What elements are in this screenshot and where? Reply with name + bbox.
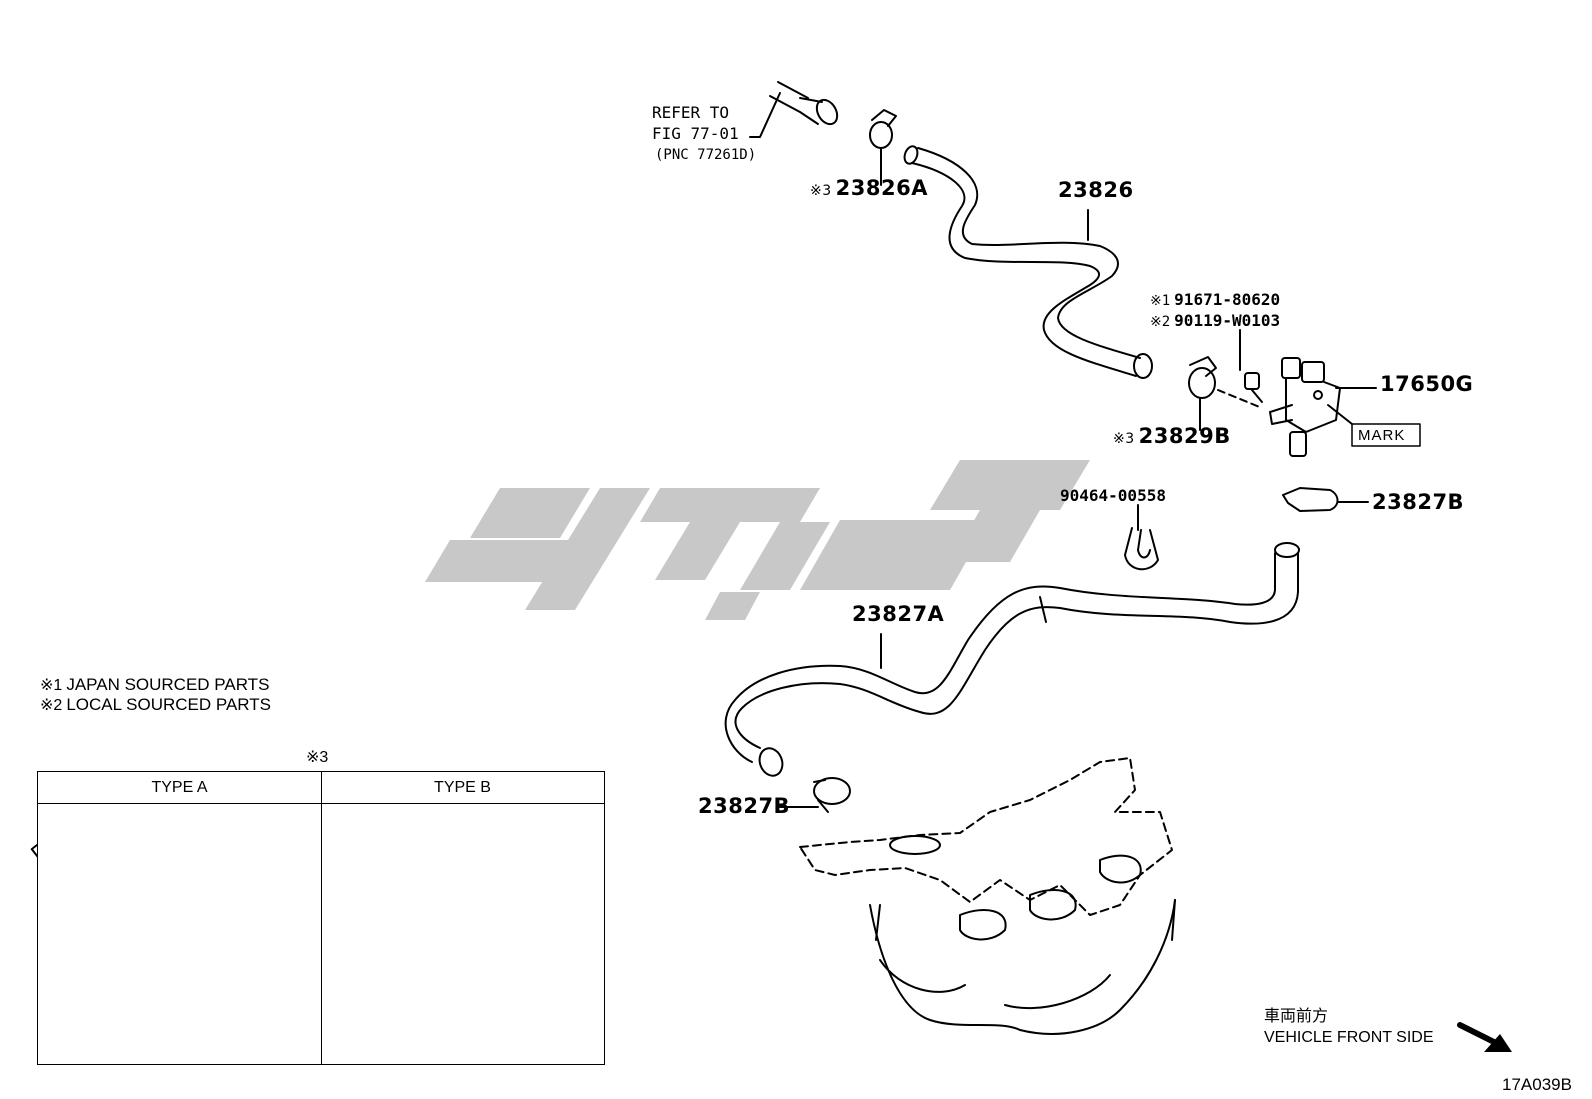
mark-3: ※3	[810, 183, 832, 199]
clamp-23827B-top	[1282, 487, 1369, 512]
mark-box-label: MARK	[1358, 427, 1406, 444]
label-17650G: 17650G	[1380, 372, 1474, 396]
table-column-divider	[321, 772, 322, 1064]
hose-23826	[903, 145, 1153, 379]
table-header-type-b: TYPE B	[434, 779, 491, 796]
table-mark-3: ※3	[306, 749, 329, 766]
label-23826: 23826	[1058, 178, 1134, 202]
clamp-23827B-bottom	[779, 777, 851, 813]
clamp-23826A	[869, 109, 897, 186]
hose-23827A	[724, 542, 1300, 777]
label-23827B-top: 23827B	[1372, 490, 1465, 514]
front-arrow-head	[1484, 1034, 1512, 1052]
label-90464: 90464-00558	[1060, 486, 1166, 505]
refer-pipe	[749, 81, 839, 138]
refer-line1: REFER TO	[652, 103, 730, 122]
intake-manifold	[799, 757, 1176, 1035]
figure-code: 17A039B	[1502, 1075, 1572, 1094]
vsv-17650G	[1269, 357, 1377, 457]
label-23827A: 23827A	[852, 602, 945, 626]
front-label-jp: 車両前方	[1264, 1006, 1329, 1025]
clamp-23829B	[1188, 356, 1263, 431]
mark-box-frame	[1351, 423, 1421, 447]
clamp-type-table: TYPE A TYPE B	[37, 771, 605, 1065]
watermark-text: کوپارت	[560, 1070, 564, 1071]
refer-line2: FIG 77-01	[652, 124, 739, 143]
bolt-91671	[1239, 329, 1263, 403]
clamp-90464	[1124, 504, 1159, 571]
label-23827B-bottom: 23827B	[698, 794, 791, 818]
table-header-type-a: TYPE A	[151, 779, 208, 796]
watermark-logo	[425, 460, 1090, 620]
refer-line3: (PNC 77261D)	[655, 147, 757, 163]
front-label-en: VEHICLE FRONT SIDE	[1264, 1029, 1434, 1046]
